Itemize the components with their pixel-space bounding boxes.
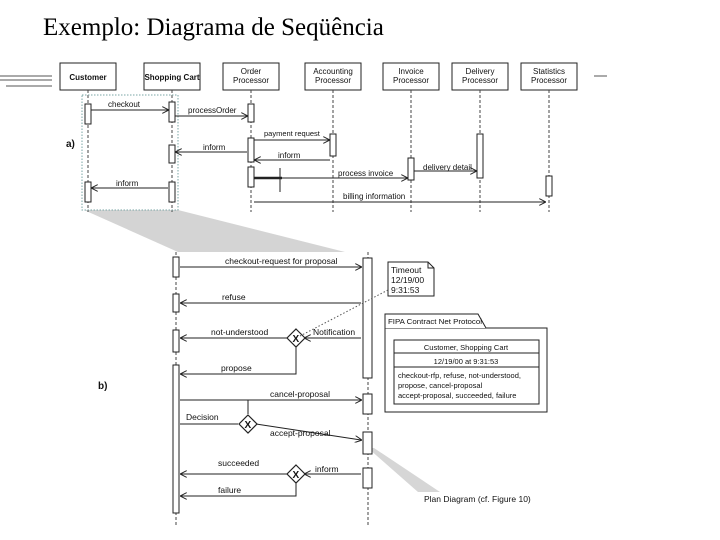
- msg-checkout: checkout: [108, 100, 141, 109]
- part-b-activations: [172, 256, 373, 514]
- fipa-subheader: 12/19/00 at 9:31:53: [434, 357, 499, 366]
- lifeline-label-order-processor: Order: [241, 67, 262, 76]
- plan-projection: [368, 448, 440, 492]
- msg-inform-1: inform: [203, 143, 226, 152]
- msg-checkout-rfp: checkout-request for proposal: [225, 256, 338, 266]
- lifeline-label-invoice-processor: Invoice: [398, 67, 424, 76]
- slide-decoration: [0, 75, 607, 87]
- selection-box: [81, 94, 179, 211]
- lifeline-label-order-processor: Processor: [233, 76, 269, 85]
- msg-billing-information: billing information: [343, 192, 405, 201]
- fipa-header: Customer, Shopping Cart: [424, 343, 509, 352]
- msg-process-order: processOrder: [188, 106, 237, 115]
- fipa-line-3: accept-proposal, succeeded, failure: [398, 391, 516, 400]
- xor-decision-icon-2: X: [238, 414, 258, 434]
- lifeline-head-invoice-processor: [382, 62, 440, 91]
- timeout-note: Timeout 12/19/00 9:31:53: [387, 261, 435, 297]
- msg-delivery-detail: delivery detail: [423, 163, 472, 172]
- lifeline-label-delivery-processor: Processor: [462, 76, 498, 85]
- fipa-line-1: checkout-rfp, refuse, not-understood,: [398, 371, 521, 380]
- lifeline-head-shopping-cart: [143, 62, 201, 91]
- timeout-date: 12/19/00: [391, 275, 424, 285]
- msg-failure: failure: [218, 485, 241, 495]
- msg-propose: propose: [221, 363, 252, 373]
- msg-notification: Notification: [313, 327, 355, 337]
- msg-succeeded: succeeded: [218, 458, 259, 468]
- lifeline-head-delivery-processor: [451, 62, 509, 91]
- xor-decision-icon-3: X: [286, 464, 306, 484]
- lifeline-label-shopping-cart: Shopping Cart: [144, 73, 199, 82]
- lifeline-label-statistics-processor: Statistics: [533, 67, 565, 76]
- msg-inform-3: inform: [116, 179, 139, 188]
- msg-cancel-proposal: cancel-proposal: [270, 389, 330, 399]
- fipa-template: FIPA Contract Net Protocol Customer, Sho…: [384, 313, 548, 413]
- svg-text:X: X: [293, 334, 300, 345]
- part-b-message-labels: checkout-request for proposal refuse not…: [186, 256, 355, 495]
- msg-decision: Decision: [186, 412, 219, 422]
- lifeline-label-customer: Customer: [69, 73, 106, 82]
- lifeline-label-delivery-processor: Delivery: [466, 67, 495, 76]
- lifeline-label-invoice-processor: Processor: [393, 76, 429, 85]
- slide-title: Exemplo: Diagrama de Seqüência: [43, 14, 384, 41]
- fipa-title: FIPA Contract Net Protocol: [388, 317, 482, 326]
- part-a-label: a): [66, 139, 75, 150]
- msg-accept-proposal: accept-proposal: [270, 428, 331, 438]
- svg-text:X: X: [245, 420, 252, 431]
- timeout-connector: [299, 289, 389, 337]
- msg-refuse: refuse: [222, 292, 246, 302]
- timeout-label: Timeout: [391, 265, 422, 275]
- zoom-projection: [84, 210, 345, 252]
- xor-decision-icons: X X X: [238, 328, 306, 484]
- lifeline-label-accounting-processor: Accounting: [313, 67, 353, 76]
- xor-decision-icon-1: X: [286, 328, 306, 348]
- fipa-line-2: propose, cancel-proposal: [398, 381, 483, 390]
- lifeline-label-statistics-processor: Processor: [531, 76, 567, 85]
- svg-text:X: X: [293, 470, 300, 481]
- part-b-label: b): [98, 381, 107, 392]
- msg-inform-2: inform: [278, 151, 301, 160]
- plan-diagram-caption: Plan Diagram (cf. Figure 10): [424, 494, 531, 504]
- lifeline-label-accounting-processor: Processor: [315, 76, 351, 85]
- msg-payment-request: payment request: [264, 129, 321, 138]
- lifeline-head-order-processor: [222, 62, 280, 91]
- timeout-time: 9:31:53: [391, 285, 420, 295]
- msg-process-invoice: process invoice: [338, 169, 394, 178]
- part-a-activations: [84, 101, 553, 203]
- part-b-messages: [180, 267, 361, 496]
- lifeline-head-statistics-processor: [520, 62, 578, 91]
- msg-inform-b: inform: [315, 464, 339, 474]
- msg-not-understood: not-understood: [211, 327, 268, 337]
- part-a-message-labels: checkout processOrder payment request in…: [108, 100, 472, 201]
